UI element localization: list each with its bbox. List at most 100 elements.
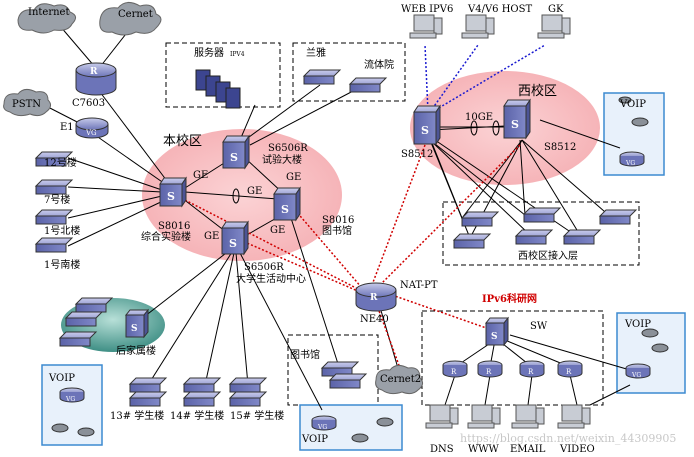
svg-text:S: S: [131, 324, 138, 334]
student-center-label: 大学生活动中心: [236, 272, 306, 285]
voip-top-right-label: VOIP: [619, 99, 646, 110]
svg-text:R: R: [370, 293, 378, 303]
voip-left-label: VOIP: [48, 373, 75, 384]
email-label: EMAIL: [510, 444, 546, 455]
svg-text:R: R: [486, 368, 492, 376]
s8016-main-label: S8016: [158, 221, 190, 232]
www-label: WWW: [468, 444, 500, 455]
access-switch-lanya1: [302, 69, 342, 85]
voip-devices: VG VG VG VG: [51, 96, 669, 443]
access-switch-1s: [34, 237, 74, 253]
access-switch-lib2: [328, 373, 368, 389]
voip-tr-phone1: [631, 117, 649, 127]
link-bundle-marks: [232, 120, 505, 204]
voip-bottom-phone2: [376, 417, 394, 427]
voip-left-phone2: [77, 427, 95, 437]
voip-bottom-phone1: [351, 433, 369, 443]
access-switch-west2: [522, 207, 562, 223]
student-14-label: 14# 学生楼: [170, 409, 224, 422]
access-switch-s13a: [128, 377, 168, 393]
svg-text:S: S: [281, 203, 289, 216]
svg-text:S: S: [511, 118, 519, 131]
access-switch-s14b: [182, 391, 222, 407]
cernet2-label: Cernet2: [380, 374, 421, 385]
servers-box: [165, 42, 281, 108]
voip-br-phone2: [651, 343, 669, 353]
svg-text:R: R: [528, 368, 534, 376]
internet-cloud: Internet: [17, 3, 76, 34]
access-switch-s14a: [182, 377, 222, 393]
access-switch-7: [34, 179, 74, 195]
switch-houjia: S: [124, 308, 150, 339]
voip-left-phone1: [51, 423, 69, 433]
voip-bottom-gateway: VG: [311, 415, 337, 431]
library-label: 图书馆: [322, 224, 352, 237]
svg-text:S: S: [491, 332, 498, 342]
servers-label: 服务器: [194, 46, 224, 59]
sw-label: SW: [530, 321, 548, 332]
pc-gk: [537, 14, 571, 39]
server-stack: [195, 69, 241, 109]
ge-label-3: GE: [286, 172, 301, 183]
blue-dotted-links: [424, 44, 546, 113]
building-1n-label: 1号北楼: [44, 224, 80, 237]
s8512-left-label: S8512: [401, 149, 433, 160]
pstn-cloud: PSTN: [3, 88, 52, 117]
voip-bottom-right-label: VOIP: [624, 319, 651, 330]
library-box-label: 图书馆: [290, 348, 320, 361]
pcs: [409, 14, 591, 429]
student-15-label: 15# 学生楼: [230, 409, 284, 422]
lanya-label: 兰雅: [306, 46, 326, 59]
router-c7603: R C7603: [72, 62, 117, 109]
lab-building-label: 试验大楼: [262, 153, 302, 166]
houjia-label: 后家属楼: [116, 344, 156, 357]
access-switch-s15b: [228, 391, 268, 407]
voip-tr-phone2: [618, 96, 632, 104]
voip-br-gateway: VG: [625, 363, 651, 379]
access-switches: [34, 69, 638, 407]
ge-label-5: GE: [270, 225, 285, 236]
ne40-label: NE40: [360, 314, 389, 325]
pc-dns: [425, 404, 459, 429]
pc-web-ipv6: [409, 14, 443, 39]
svg-text:VG: VG: [65, 396, 75, 403]
svg-text:R: R: [566, 368, 572, 376]
switch-s6506r-lab: S: [222, 134, 250, 170]
e1-label: E1: [60, 122, 74, 133]
dashed-boxes: [165, 42, 640, 406]
access-switch-s15a: [228, 377, 268, 393]
router-ne40: R NAT-PT NE40: [355, 280, 438, 325]
ipv6-net-label: IPv6科研网: [482, 292, 537, 305]
access-switch-west5: [514, 229, 554, 245]
dns-label: DNS: [430, 444, 454, 455]
sw-router-4: R: [557, 360, 583, 378]
svg-text:S: S: [229, 237, 237, 250]
ge-label-2: GE: [247, 186, 262, 197]
svg-text:VG: VG: [631, 372, 641, 379]
s6506r-lab-label: S6506R: [268, 143, 308, 154]
main-campus-label: 本校区: [163, 133, 202, 149]
red-dotted-links: [184, 144, 521, 369]
building-1s-label: 1号南楼: [44, 258, 80, 271]
pc-www: [467, 404, 501, 429]
sw-router-3: R: [519, 360, 545, 378]
svg-text:VG: VG: [625, 160, 635, 167]
switch-sw: S: [484, 316, 510, 347]
pstn-label: PSTN: [12, 99, 41, 110]
access-switch-west3: [598, 209, 638, 225]
access-switch-12: [34, 151, 74, 167]
pc-video: [557, 404, 591, 429]
ge-label-4: GE: [204, 231, 219, 242]
voip-boxes: [41, 92, 686, 451]
cernet2-cloud: Cernet2: [375, 364, 424, 395]
voip-left-gateway: VG: [59, 387, 85, 403]
switch-s8512-left: S: [413, 104, 441, 146]
access-switch-1n: [34, 209, 74, 225]
pc-email: [511, 404, 545, 429]
sw-routers: R R R R: [442, 360, 583, 378]
svg-text:VG: VG: [85, 129, 97, 137]
access-switch-west6: [562, 229, 602, 245]
s6506r-student-label: S6506R: [244, 262, 284, 273]
west-access-box: [442, 201, 640, 266]
